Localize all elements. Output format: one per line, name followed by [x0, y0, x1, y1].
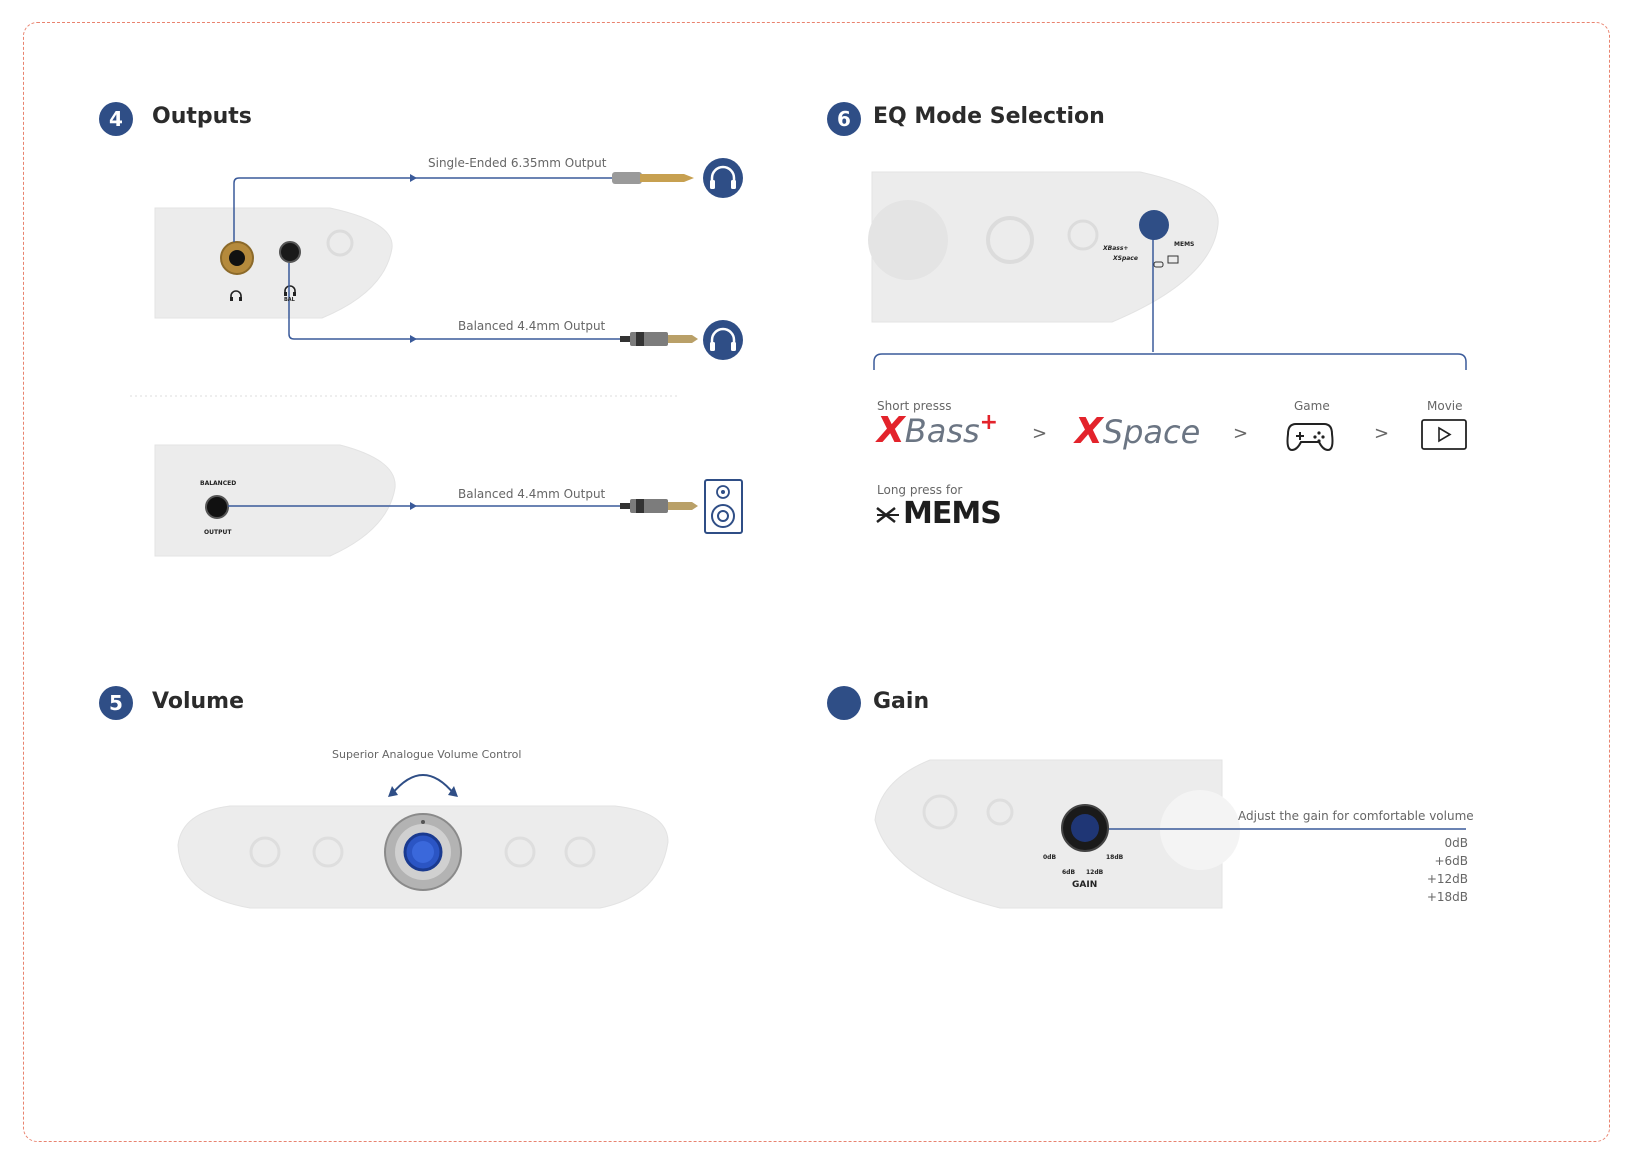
gain-label: Adjust the gain for comfortable volume [1238, 809, 1474, 823]
dial-label-18db: 18dB [1106, 854, 1124, 861]
dial-label-0db: 0dB [1043, 854, 1057, 861]
device-gain-image [874, 759, 1223, 909]
section-title-outputs: Outputs [152, 104, 252, 129]
bal-output-line [288, 263, 620, 340]
xbass-logo[interactable]: XBass+ [877, 410, 998, 451]
eq-button [1139, 210, 1169, 240]
dial-title-gain: GAIN [1072, 880, 1098, 890]
dashed-border-frame [23, 22, 1610, 1142]
section-number-gain [827, 686, 861, 720]
device-front-image [154, 207, 393, 319]
separator-1: > [1032, 423, 1048, 444]
headphone-mark-icon [230, 290, 242, 301]
plug-4-4mm-rear-icon [620, 499, 698, 513]
gain-knob [1061, 804, 1109, 852]
xspace-logo[interactable]: XSpace [1075, 411, 1200, 452]
bal-jack-mark: BAL [284, 297, 295, 303]
xspace-text: Space [1102, 413, 1201, 451]
movie-label: Movie [1427, 399, 1463, 413]
volume-knob [384, 813, 462, 891]
separator-2: > [1233, 423, 1249, 444]
speaker-icon [704, 479, 743, 534]
section-title-eq: EQ Mode Selection [873, 104, 1105, 129]
device-rear-image [154, 444, 396, 557]
xbass-text: Bass [904, 412, 980, 450]
dial-label-12db: 12dB [1086, 869, 1104, 876]
volume-label: Superior Analogue Volume Control [332, 748, 522, 761]
gamepad-icon [1286, 423, 1334, 452]
gain-value-0: 0dB [1444, 836, 1468, 850]
device-game-mark-icon [1153, 261, 1164, 268]
rear-balanced-text: BALANCED [200, 480, 237, 487]
section-number-volume: 5 [99, 686, 133, 720]
jack-4-4mm [279, 241, 301, 263]
gain-value-18: +18dB [1426, 890, 1468, 904]
headphone-bal-icon [703, 320, 743, 360]
plug-4-4mm-icon [620, 332, 698, 346]
plug-6-35mm-icon [612, 172, 694, 184]
bal-output-label: Balanced 4.4mm Output [458, 319, 606, 333]
headphone-se-icon [703, 158, 743, 198]
dial-label-6db: 6dB [1062, 869, 1076, 876]
device-xbass-text: XBass+ [1103, 245, 1129, 252]
xbass-x: X [877, 410, 905, 451]
rear-output-text: OUTPUT [204, 529, 232, 536]
section-number-outputs: 4 [99, 102, 133, 136]
section-title-volume: Volume [152, 689, 244, 714]
bal-output-rear-label: Balanced 4.4mm Output [458, 487, 606, 501]
volume-arc-arrow [391, 774, 455, 795]
separator-3: > [1374, 423, 1390, 444]
eq-bracket-line [873, 353, 1467, 370]
gain-value-12: +12dB [1426, 872, 1468, 886]
short-press-label: Short presss [877, 399, 952, 413]
gain-value-6: +6dB [1434, 854, 1468, 868]
game-label: Game [1294, 399, 1330, 413]
device-movie-mark-icon [1167, 255, 1179, 264]
device-mems-text: MEMS [1174, 241, 1195, 248]
movie-icon [1421, 419, 1467, 450]
section-title-gain: Gain [873, 689, 930, 714]
section-number-eq: 6 [827, 102, 861, 136]
long-press-label: Long press for [877, 483, 963, 497]
device-xspace-text: XSpace [1113, 255, 1138, 262]
se-output-line [233, 177, 612, 242]
se-output-label: Single-Ended 6.35mm Output [428, 156, 607, 170]
xbass-plus: + [979, 410, 999, 435]
xspace-x: X [1075, 411, 1103, 452]
mems-logo-text[interactable]: MEMS [903, 496, 1002, 531]
headphone-bal-mark-icon [284, 285, 296, 296]
device-eq-image [871, 171, 1219, 323]
mems-logo-mark-icon [876, 507, 899, 523]
jack-rear-balanced [205, 495, 229, 519]
